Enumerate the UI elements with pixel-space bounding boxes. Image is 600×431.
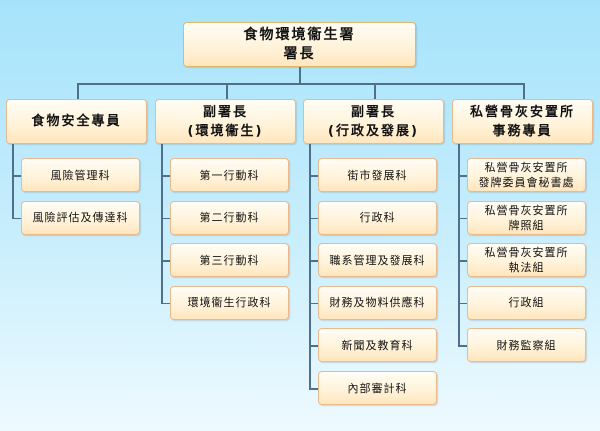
box-label-line: 牌照組 <box>508 218 545 232</box>
connector-branch <box>309 260 324 262</box>
section-box[interactable]: 內部審計科 <box>318 371 437 405</box>
section-box[interactable]: 財務監察組 <box>467 328 586 363</box>
box-label-line: 事務專員 <box>492 123 553 139</box>
connector-branch <box>458 302 473 305</box>
box-label-line: 行政組 <box>508 296 545 310</box>
box-label-line: 私營骨灰安置所 <box>484 246 569 260</box>
connector-branch <box>12 217 27 220</box>
connector-branch <box>309 175 324 177</box>
connector-branch <box>161 175 176 177</box>
box-label-line: 環境衞生行政科 <box>187 296 272 310</box>
box-label-line: 私營骨灰安置所 <box>484 161 569 174</box>
box-label-line: 街市發展科 <box>347 168 408 182</box>
box-label-line: 署長 <box>283 45 316 62</box>
connector-branch <box>12 175 27 177</box>
connector-branch <box>161 217 176 220</box>
box-label-line: 第二行動科 <box>199 211 260 225</box>
box-label-line: (環境衞生) <box>187 123 264 139</box>
box-label-line: 第一行動科 <box>199 168 260 182</box>
connector-branch <box>309 345 324 347</box>
connector-vertical <box>458 144 460 346</box>
head-box-director[interactable]: 食物環境衞生署署長 <box>183 22 416 67</box>
connector-division <box>374 83 376 99</box>
section-box[interactable]: 私營骨灰安置所執法組 <box>467 243 586 278</box>
box-label-line: 風險管理科 <box>50 168 111 182</box>
section-box[interactable]: 行政科 <box>318 200 437 235</box>
connector-vertical <box>309 144 311 388</box>
connector-branch <box>309 388 324 390</box>
division-box[interactable]: 副署長 (環境衞生) <box>155 99 296 144</box>
section-box[interactable]: 風險評估及傳達科 <box>21 200 140 235</box>
box-label-line: 新聞及教育科 <box>341 338 414 352</box>
box-label-line: 私營骨灰安置所 <box>484 203 569 217</box>
box-label-line: 財務監察組 <box>496 338 557 352</box>
division-box[interactable]: 食物安全專員 <box>6 99 147 144</box>
box-label-line: 食物環境衞生署 <box>243 26 356 43</box>
section-box[interactable]: 第三行動科 <box>170 243 289 278</box>
box-label-line: (行政及發展) <box>328 123 419 139</box>
box-label-line: 發牌委員會秘書處 <box>478 176 575 189</box>
connector-branch <box>309 217 324 220</box>
section-box[interactable]: 風險管理科 <box>21 158 140 192</box>
section-box[interactable]: 財務及物料供應科 <box>318 285 437 320</box>
connector-division <box>77 83 79 99</box>
connector-horizontal <box>77 83 524 85</box>
box-label-line: 食物安全專員 <box>31 114 122 129</box>
connector-branch <box>309 302 324 305</box>
section-box[interactable]: 第一行動科 <box>170 158 289 192</box>
box-label-line: 私營骨灰安置所 <box>469 104 575 120</box>
box-label-line: 執法組 <box>508 261 545 275</box>
connector-division <box>523 83 525 99</box>
box-label-line: 第三行動科 <box>199 253 260 267</box>
connector-branch <box>458 260 473 262</box>
connector-division <box>226 83 228 99</box>
box-label-line: 內部審計科 <box>347 381 408 395</box>
connector-head <box>299 67 301 83</box>
section-box[interactable]: 第二行動科 <box>170 200 289 235</box>
section-box[interactable]: 行政組 <box>467 285 586 320</box>
section-box[interactable]: 街市發展科 <box>318 158 437 192</box>
section-box[interactable]: 私營骨灰安置所發牌委員會秘書處 <box>467 158 586 192</box>
box-label-line: 風險評估及傳達科 <box>32 211 129 225</box>
connector-branch <box>458 217 473 220</box>
box-label-line: 職系管理及發展科 <box>329 253 426 267</box>
section-box[interactable]: 新聞及教育科 <box>318 328 437 363</box>
division-box[interactable]: 私營骨灰安置所事務專員 <box>452 99 593 144</box>
connector-vertical <box>12 144 14 218</box>
connector-branch <box>458 175 473 177</box>
box-label-line: 副署長 <box>350 104 396 120</box>
connector-branch <box>161 302 176 305</box>
section-box[interactable]: 環境衞生行政科 <box>170 285 289 320</box>
division-box[interactable]: 副署長 (行政及發展) <box>303 99 444 144</box>
section-box[interactable]: 職系管理及發展科 <box>318 243 437 278</box>
box-label-line: 副署長 <box>202 104 248 120</box>
connector-branch <box>458 345 473 347</box>
box-label-line: 行政科 <box>359 211 396 225</box>
connector-branch <box>161 260 176 262</box>
section-box[interactable]: 私營骨灰安置所牌照組 <box>467 200 586 235</box>
connector-vertical <box>161 144 163 303</box>
box-label-line: 財務及物料供應科 <box>329 296 426 310</box>
